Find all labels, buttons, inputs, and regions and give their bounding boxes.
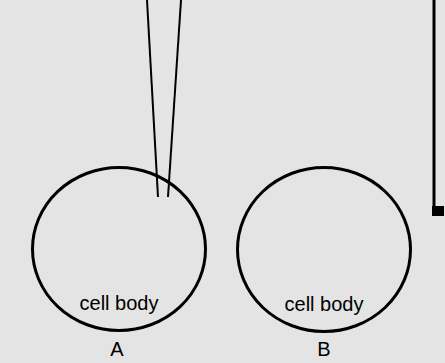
- micropipette-wall: [147, 0, 158, 197]
- cell-label: cell body: [236, 293, 412, 316]
- panel-letter: A: [110, 338, 123, 361]
- electrode-tip: [432, 206, 444, 216]
- electrode-wire: [433, 0, 436, 210]
- panel-letter: B: [317, 338, 330, 361]
- cell-label: cell body: [31, 292, 207, 315]
- cell-body-circle: cell body: [236, 166, 412, 333]
- cell-body-circle: cell body: [31, 166, 207, 332]
- micropipette-wall: [168, 0, 181, 197]
